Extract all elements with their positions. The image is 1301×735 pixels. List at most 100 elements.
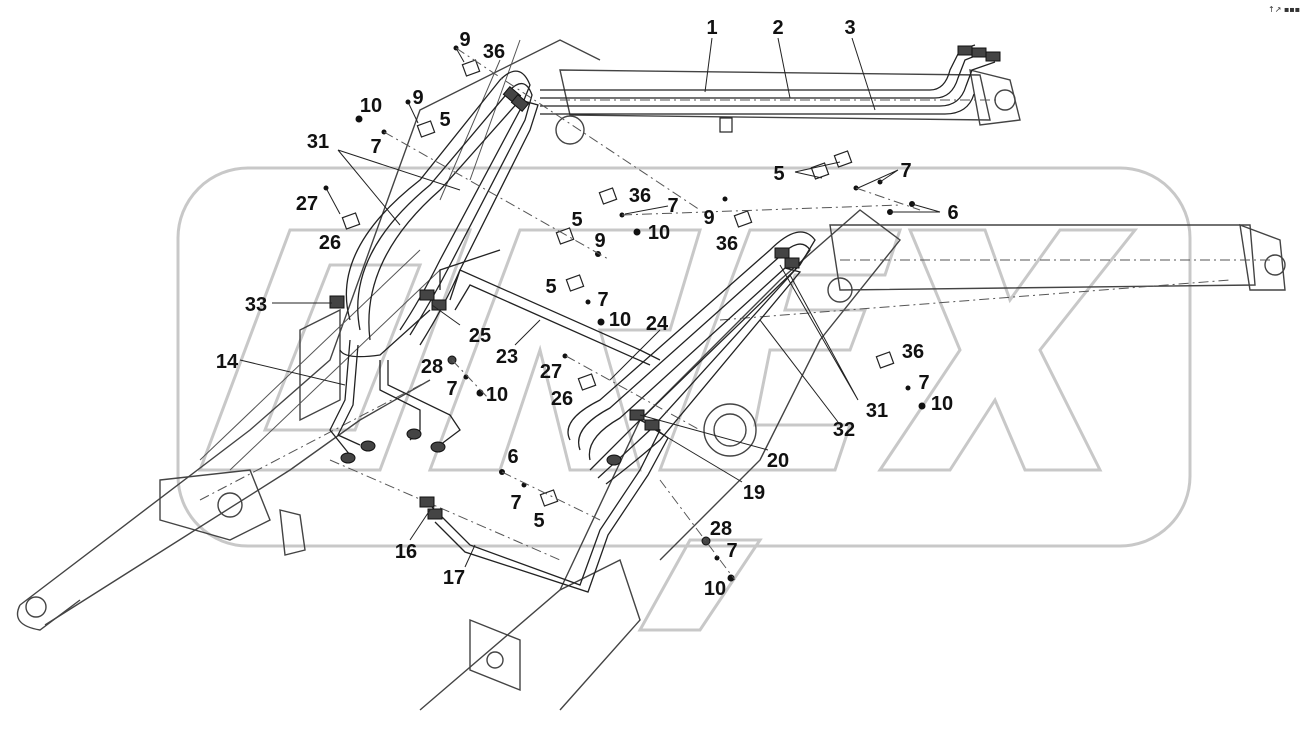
fitting-lower-end-2 [430,441,446,453]
callout-10: 10 [609,309,631,331]
fittings [329,45,1001,520]
bolt-27-right [562,353,568,359]
fitting-20 [629,409,645,421]
callout-7: 7 [918,372,929,394]
left-arm-tip [16,599,81,631]
watermark-letter-r [427,228,703,472]
hose-31-right-mid [578,243,811,479]
nut-10-left-lower [476,389,484,397]
fitting-16-b [427,508,443,520]
leader-3 [851,37,876,111]
callout-25: 25 [469,325,491,347]
clamp-36-right [733,210,753,228]
upper-cylinder-right [829,224,1256,291]
callout-31: 31 [866,400,888,422]
watermark-fragment [637,538,763,632]
pipe-1 [540,44,976,91]
callout-5: 5 [533,510,544,532]
fitting-lower-end-1 [406,428,422,440]
washer-28-bottom [701,536,711,546]
fitting-upper-left-2 [510,93,530,113]
watermark-letter-o [197,228,473,472]
watermark-frame [176,166,1192,548]
left-cylinder-rod-2 [229,269,441,471]
nut-10-left [355,115,363,123]
leader-32 [759,319,839,423]
left-cylinder-rod [199,249,421,461]
left-cylinder [299,308,341,422]
callout-7: 7 [370,136,381,158]
upper-cylinder-right-end [1239,223,1286,291]
hose-31-left-inner [368,99,539,346]
leader-7-mid [624,205,669,215]
clamp-5-bottom [539,489,559,507]
leader-20 [639,414,769,451]
callout-36: 36 [902,341,924,363]
callout-23: 23 [496,346,518,368]
fitting-33 [329,295,345,309]
callouts: 1 2 3 9 36 10 9 5 31 7 5 7 6 36 7 10 27 … [216,17,959,600]
bolt-27-left-head [323,185,329,191]
callout-5: 5 [439,109,450,131]
clamp-36-top [461,59,481,77]
callout-10: 10 [704,578,726,600]
leader-23 [514,319,541,346]
leader-31-right [779,264,859,401]
callout-10: 10 [360,95,382,117]
nut-10-mid-lower [597,318,605,326]
callout-7: 7 [726,540,737,562]
fitting-top-right-2 [971,47,987,58]
corner-mark: ↑↗ ▪▪▪ [1268,5,1300,14]
pipe-25 [439,249,501,290]
frame-edge [439,39,521,201]
pipe-2 [540,51,986,99]
callout-10: 10 [486,384,508,406]
bolt-9-left-head [405,99,411,105]
callout-9: 9 [703,207,714,229]
leader-14 [239,359,346,386]
left-bracket [159,469,271,541]
clamp-upper-bracket [719,117,733,133]
callout-24: 24 [646,313,669,335]
hose-loop-left [339,309,431,358]
callout-9: 9 [459,29,470,51]
bottom-bracket-hole [486,651,504,669]
leader-19 [654,429,743,483]
right-pivot [703,403,757,457]
callout-1: 1 [706,17,717,39]
callout-32: 32 [833,419,855,441]
fitting-25-b [431,299,447,311]
hose-31-left-outer [345,70,531,331]
callout-5: 5 [545,276,556,298]
hydraulic-lines [329,44,996,593]
callout-36: 36 [483,41,505,63]
fitting-14-end-1 [360,440,376,452]
callout-16: 16 [395,541,417,563]
left-arm-outer [19,39,601,606]
hose-31-right-outer [567,231,816,471]
fitting-19 [644,419,660,431]
nut-10-mid [633,228,641,236]
right-pivot-inner [713,413,747,447]
callout-31: 31 [307,131,329,153]
bolt-27-left [325,187,341,215]
pipe-4 [540,93,975,115]
assembly-lines [383,47,921,581]
callout-2: 2 [772,17,783,39]
left-bracket-hole [217,492,243,518]
callout-3: 3 [844,17,855,39]
pipe-24 [454,284,651,366]
callout-28: 28 [710,518,732,540]
pipe-17-a [424,419,661,586]
pipe-left-lower-b [387,360,461,446]
callout-10: 10 [931,393,953,415]
callout-28: 28 [421,356,443,378]
fitting-right-upper-1 [774,247,790,259]
callout-7: 7 [597,289,608,311]
callout-14: 14 [216,351,239,373]
pipe-14-b [337,344,361,446]
hose-31-left-mid [357,83,533,336]
callout-17: 17 [443,567,465,589]
